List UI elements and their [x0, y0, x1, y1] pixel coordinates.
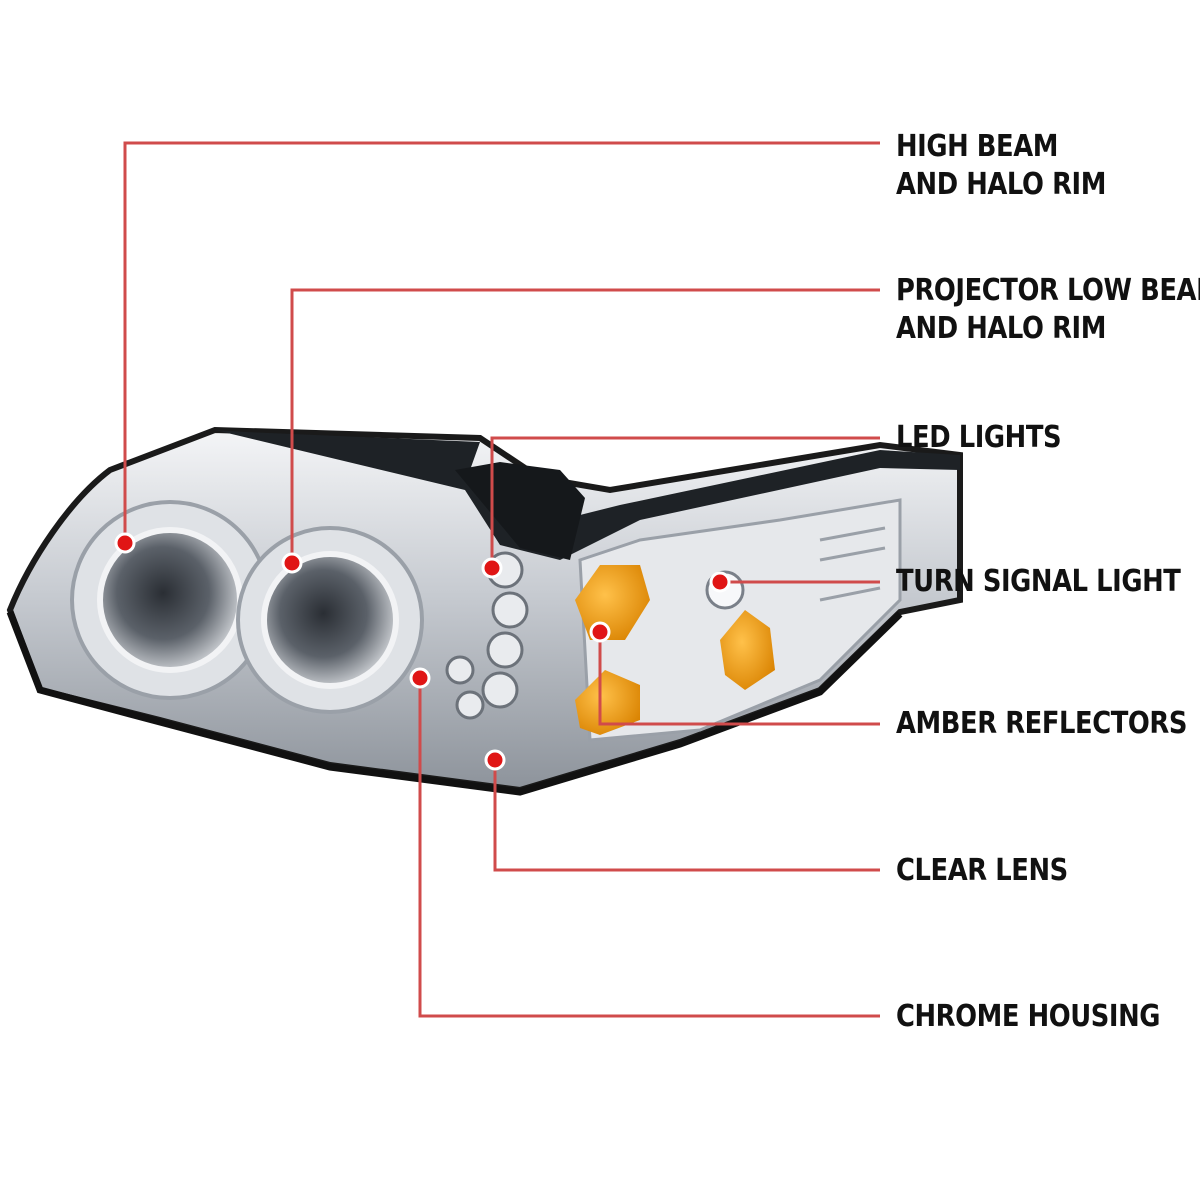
label-projector-low-beam: PROJECTOR LOW BEAM AND HALO RIM [896, 273, 1200, 346]
amber-reflector-side [720, 610, 775, 690]
side-ridges [819, 526, 886, 602]
amber-reflector-lower [575, 670, 640, 735]
label-chrome-housing: CHROME HOUSING [896, 999, 1161, 1034]
amber-reflector-upper [575, 565, 650, 640]
label-turn-signal: TURN SIGNAL LIGHT [896, 564, 1181, 599]
callout-lines [123, 141, 880, 1018]
mounting-bracket [455, 462, 585, 560]
label-amber-reflectors: AMBER REFLECTORS [896, 706, 1188, 741]
label-led-lights: LED LIGHTS [896, 420, 1062, 455]
callout-dots [114, 532, 731, 771]
led-cluster [445, 551, 529, 720]
label-clear-lens: CLEAR LENS [896, 853, 1068, 888]
rear-housing [215, 430, 960, 560]
bottom-trim [6, 610, 903, 796]
label-high-beam: HIGH BEAM AND HALO RIM [896, 129, 1106, 202]
